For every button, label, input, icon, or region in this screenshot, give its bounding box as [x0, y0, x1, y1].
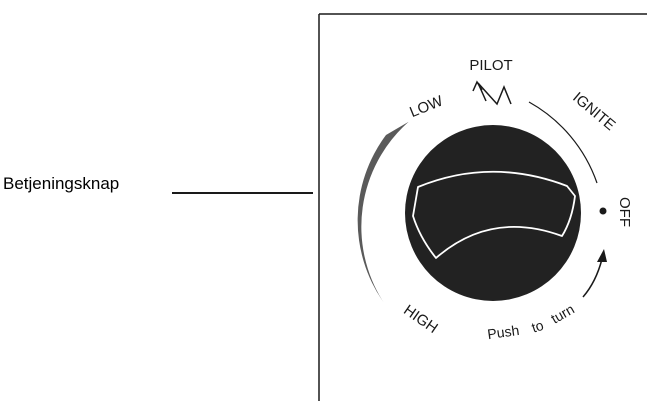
label-ignite: IGNITE	[569, 89, 618, 134]
spark-zigzag-icon	[472, 80, 512, 106]
flame-intensity-band	[357, 121, 409, 303]
turn-arrowhead	[597, 249, 607, 262]
control-knob[interactable]	[405, 125, 581, 301]
label-off: OFF	[616, 197, 633, 227]
label-pilot: PILOT	[469, 57, 512, 74]
label-high: HIGH	[400, 302, 440, 337]
dot-icon	[599, 207, 607, 215]
knob-grip-outline	[412, 170, 576, 259]
ignite-range-arc	[528, 101, 598, 184]
label-turn: turn	[548, 301, 577, 327]
label-low: LOW	[407, 92, 446, 121]
spark-zigzag-line	[477, 82, 512, 106]
label-push: Push	[486, 322, 520, 342]
callout-label: Betjeningsknap	[3, 174, 120, 193]
label-to: to	[529, 317, 545, 336]
curved-arrow-icon	[582, 249, 607, 298]
spark-arrowhead	[472, 80, 483, 92]
turn-arrow-shaft	[582, 258, 603, 298]
